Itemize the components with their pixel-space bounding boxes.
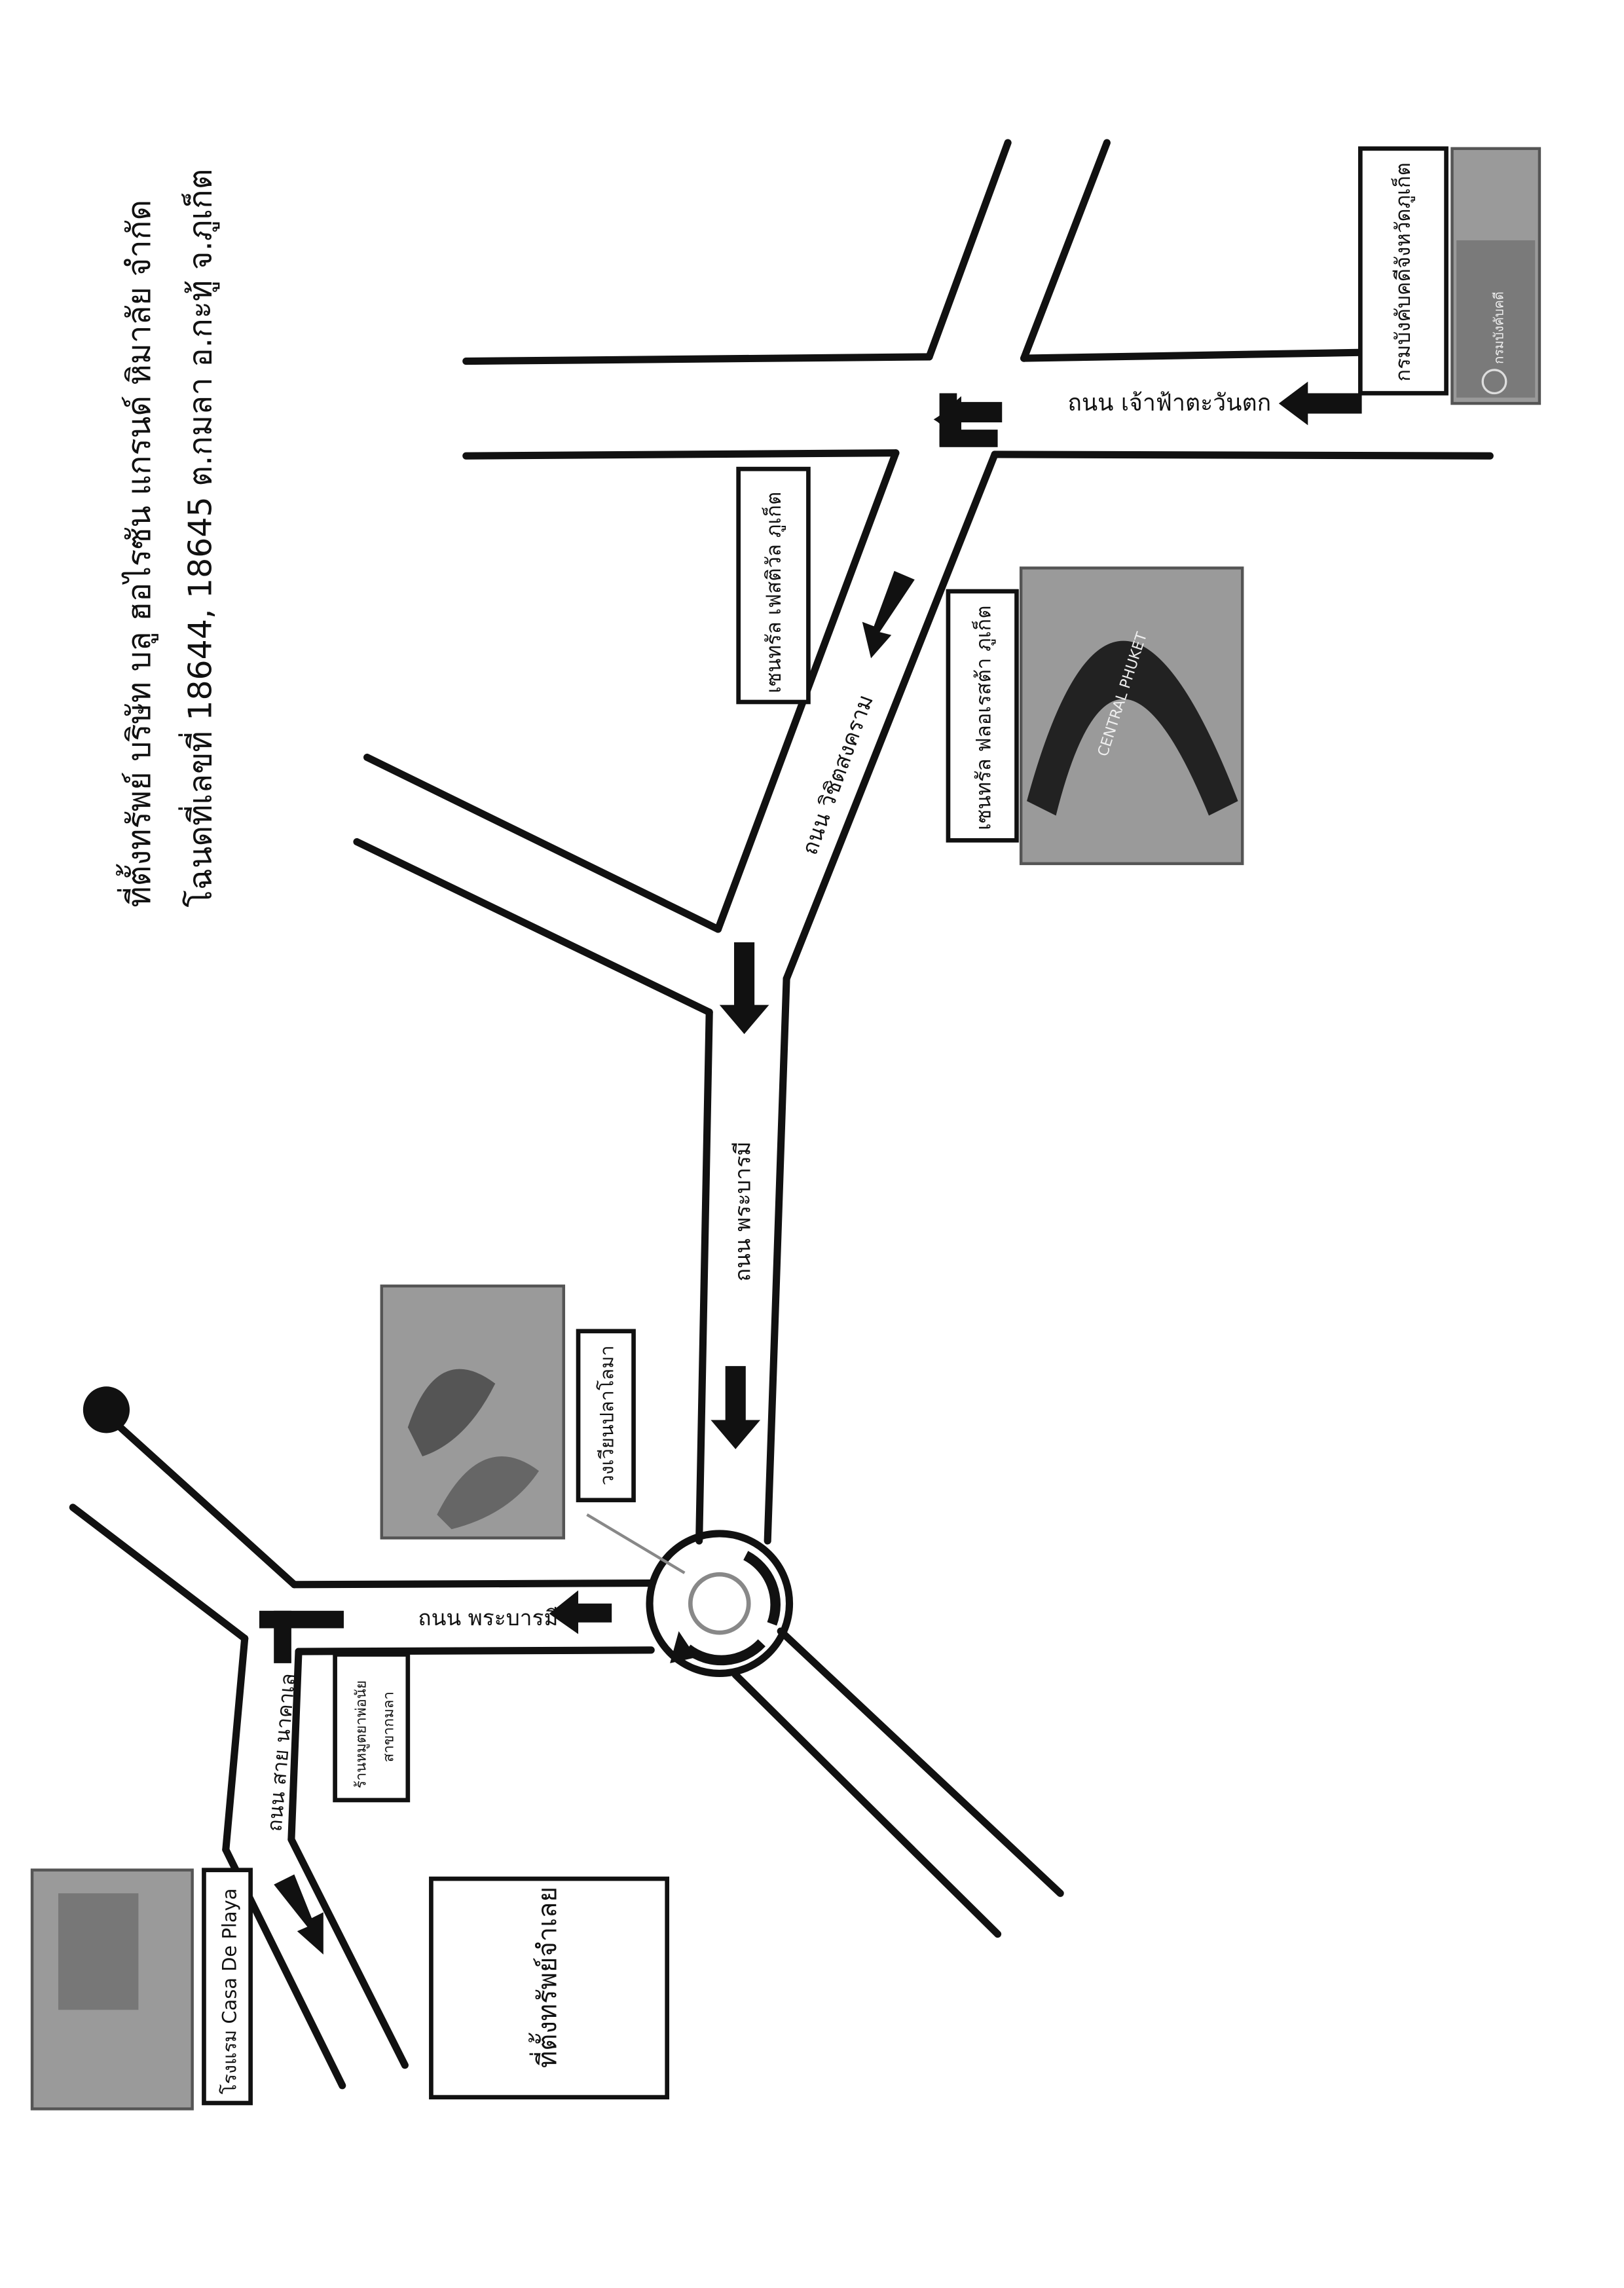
header-line-1: ที่ตั้งทรัพย์ บริษัท บลู ฮอไรซัน แกรนด์ … — [116, 200, 158, 908]
label-office: กรมบังคับคดีจังหวัดภูเก็ต — [1391, 162, 1415, 382]
property-location: ที่ตั้งทรัพย์จำเลย — [429, 1876, 670, 2099]
header-line-2: โฉนดที่เลขที่ 18644, 18645 ต.กมลา อ.กะทู… — [179, 169, 220, 908]
landmark-central-festival: เซนทรัล เฟสติวัล ภูเก็ต — [736, 466, 811, 705]
label-shop-line-1: ร้านหมูตยาพ่อนัย — [352, 1680, 369, 1788]
landmark-dolphin-circle: วงเวียนปลาโลมา — [380, 1284, 686, 1574]
label-central-festival: เซนทรัล เฟสติวัล ภูเก็ต — [762, 492, 786, 693]
landmark-hotel: โรงแรม Casa De Playa — [30, 1868, 253, 2111]
label-property: ที่ตั้งทรัพย์จำเลย — [528, 1887, 563, 2068]
landmark-shop: ร้านหมูตยาพ่อนัย สาขากมลา — [333, 1652, 411, 1803]
landmark-office: กรมบังคับคดี กรมบังคับคดีจังหวัดภูเก็ต — [1358, 146, 1541, 405]
roundabout-icon — [670, 1551, 781, 1666]
label-dolphin-circle: วงเวียนปลาโลมา — [595, 1346, 618, 1486]
label-hotel: โรงแรม Casa De Playa — [218, 1889, 240, 2095]
dot-marker-icon — [83, 1386, 130, 1433]
roundabout-center-icon — [688, 1572, 751, 1635]
landmark-central-floresta: CENTRAL PHUKET เซนทรัล ฟลอเรสต้า ภูเก็ต — [946, 566, 1244, 866]
turn-arrow-icon — [259, 393, 1003, 1663]
label-central-floresta: เซนทรัล ฟลอเรสต้า ภูเก็ต — [971, 606, 995, 830]
office-photo-sign: กรมบังคับคดี — [1490, 291, 1506, 364]
seal-icon — [1481, 369, 1507, 395]
road-label-phra-barami-2: ถนน พระบารมี — [418, 1605, 558, 1631]
road-label-phra-barami-1: ถนน พระบารมี — [729, 1141, 755, 1282]
label-shop-line-2: สาขากมลา — [380, 1691, 397, 1762]
road-label-chaofa: ถนน เจ้าฟ้าตะวันตก — [1067, 390, 1271, 416]
arrow-icon — [274, 381, 1362, 1955]
